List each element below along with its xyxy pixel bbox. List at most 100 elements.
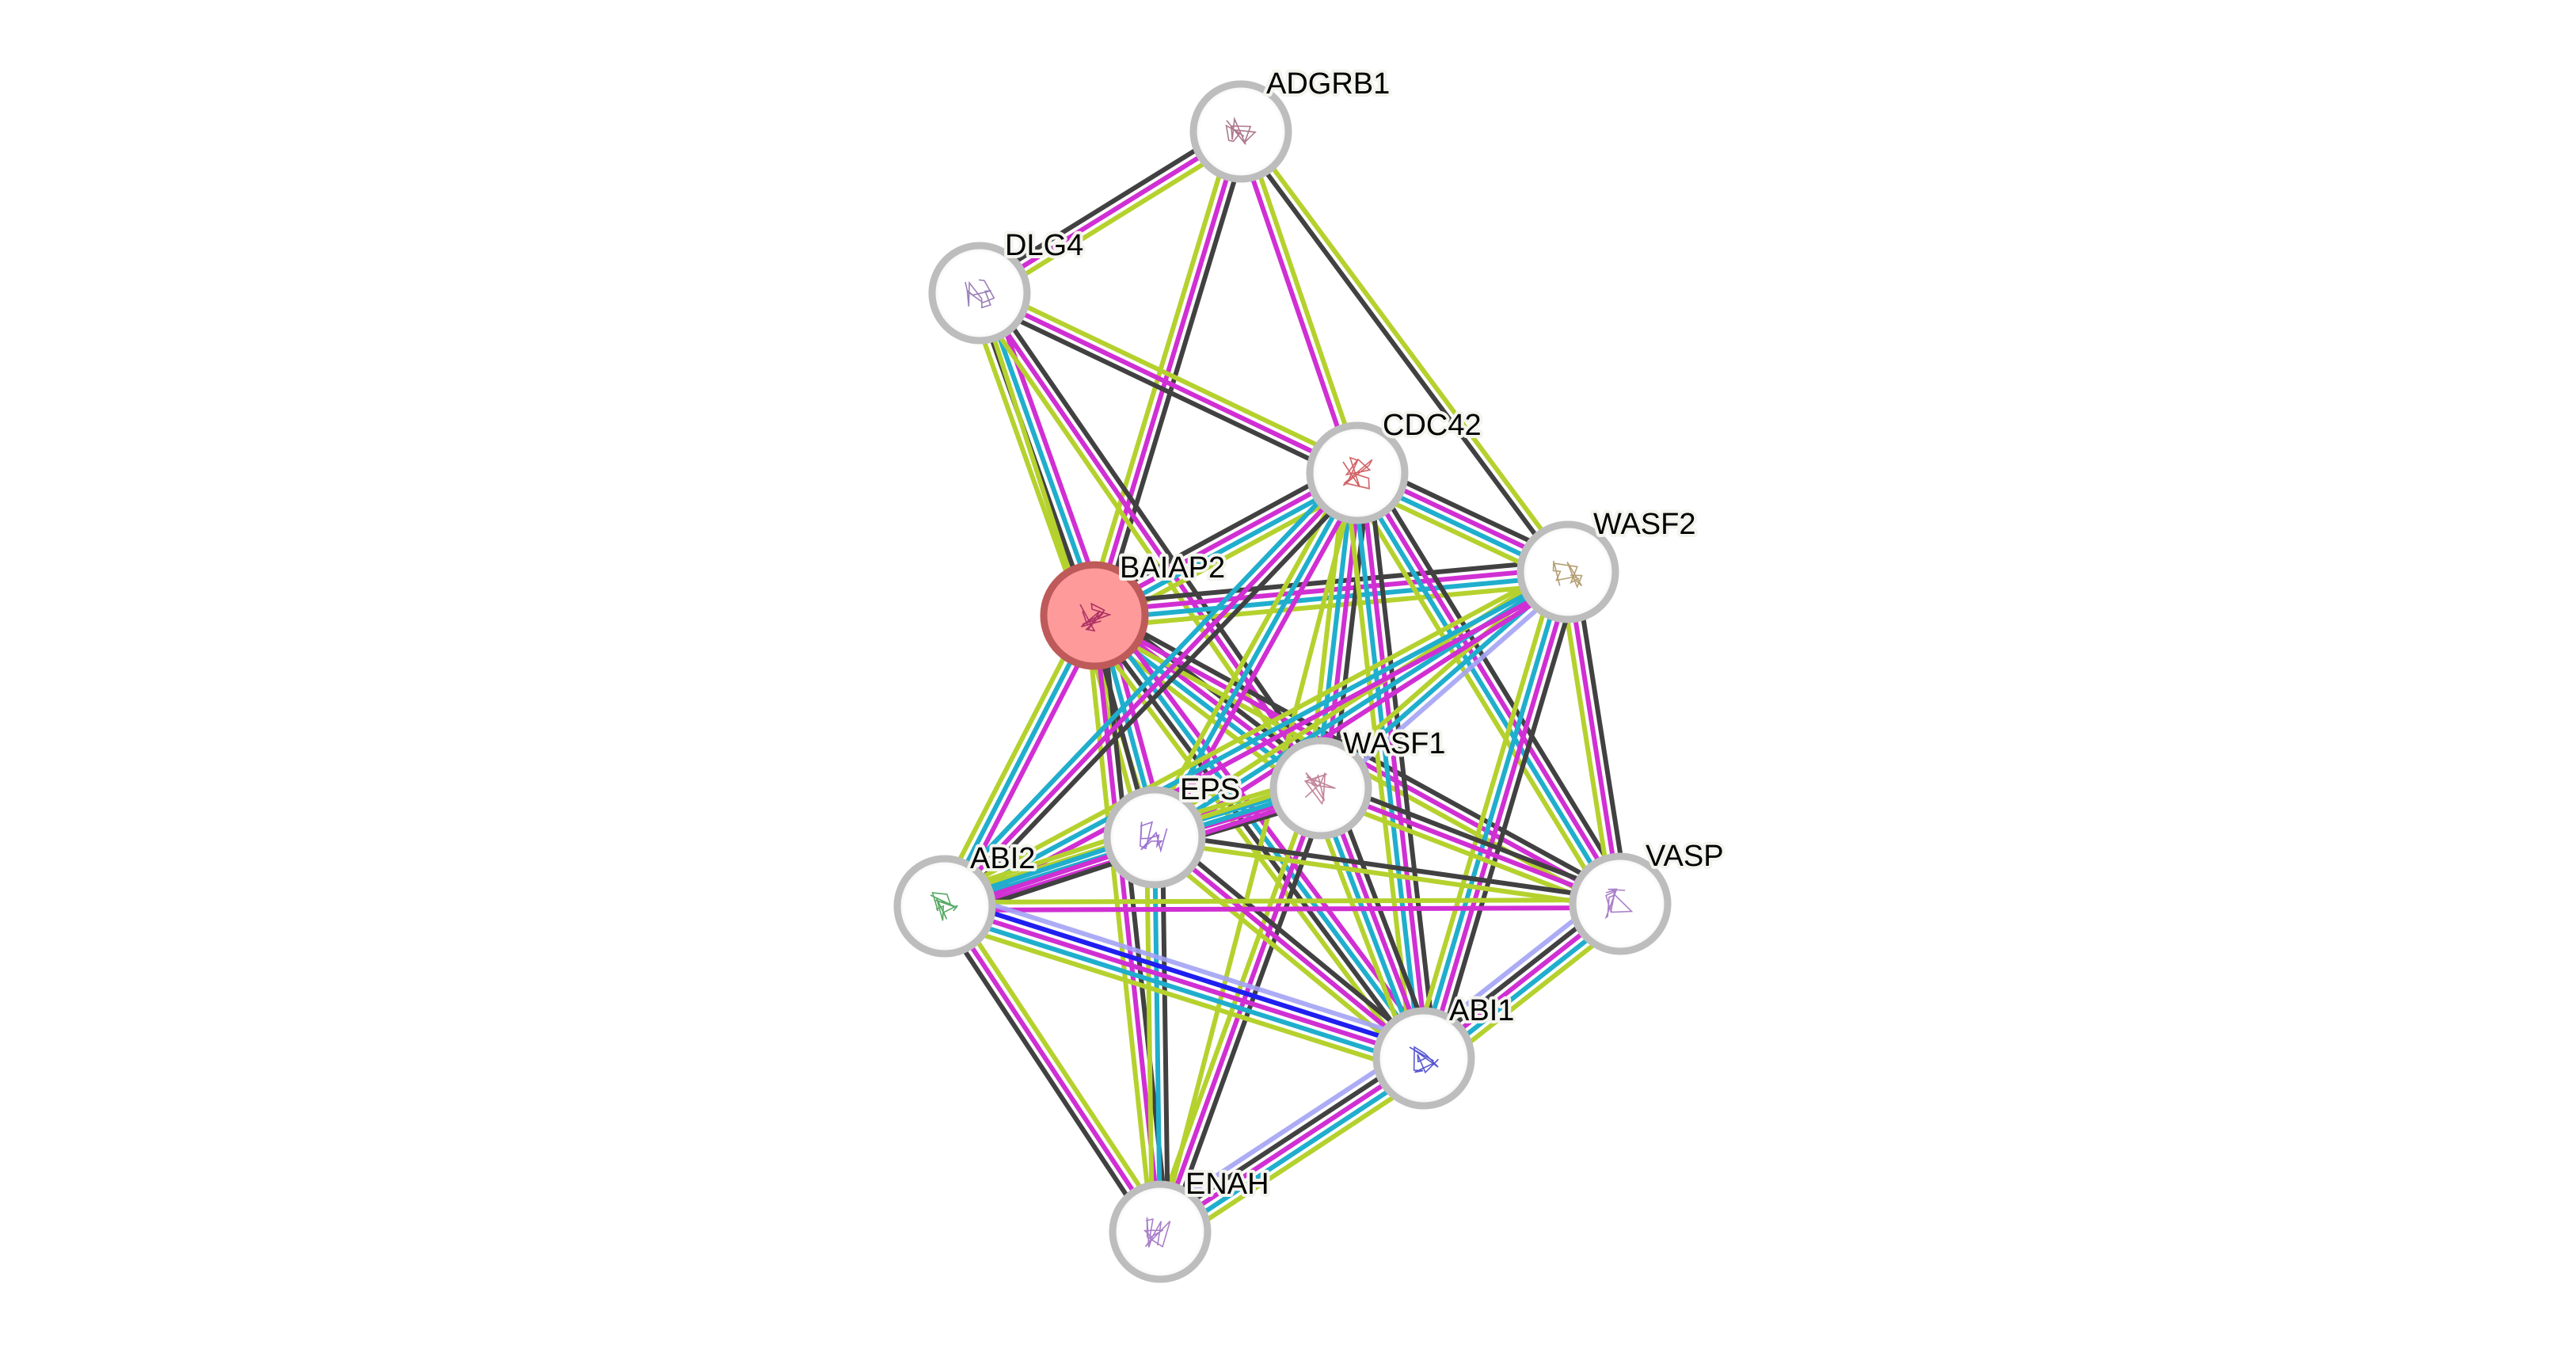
edge-line-database <box>1417 570 1567 1058</box>
node-abi1[interactable]: ABI1 <box>1372 991 1517 1110</box>
edge-line-textmining <box>1345 478 1612 912</box>
edge-line-experiments <box>978 291 1359 475</box>
protein-structure-icon <box>1303 772 1336 806</box>
edge-line-coexpression <box>1155 831 1622 903</box>
edge-line-textmining <box>939 562 1566 901</box>
edge-line-experiments <box>988 288 1108 612</box>
edge-line-homology <box>1150 1042 1417 1221</box>
edge-line-experiments <box>1319 786 1622 906</box>
edge-line-database <box>1351 473 1423 1059</box>
edge-line-database <box>943 570 1570 909</box>
edge-line-textmining <box>1242 129 1364 473</box>
node-circle[interactable] <box>1103 786 1206 889</box>
edge-line-coexpression <box>1433 574 1582 1063</box>
node-label: EPS <box>1180 773 1240 806</box>
edge-line-database <box>1162 1062 1430 1240</box>
edge-line-textmining <box>1083 621 1417 1067</box>
edge-line-database <box>1315 472 1356 788</box>
node-circle[interactable] <box>893 855 996 958</box>
edge-line-textmining <box>982 135 1246 303</box>
edge-line-coexpression <box>975 298 1355 482</box>
edge-line-textmining <box>1558 573 1615 906</box>
edge-line-cooccurrence <box>946 896 1427 1054</box>
edge-line-experiments <box>1358 469 1626 903</box>
protein-structure-icon <box>1139 821 1168 853</box>
node-abi2[interactable]: ABI2 <box>893 839 1038 958</box>
edge-cdc42-vasp[interactable] <box>1345 465 1633 912</box>
edge-line-database <box>1352 474 1619 908</box>
edge-line-coexpression <box>1330 474 1372 791</box>
edge-line-homology <box>1324 576 1575 796</box>
edge-line-textmining <box>971 295 1317 795</box>
edge-line-textmining <box>944 897 1620 905</box>
node-label: BAIAP2 <box>1120 551 1225 585</box>
node-circle[interactable] <box>1516 520 1619 623</box>
edge-line-textmining <box>966 296 1086 621</box>
edge-line-coexpression <box>936 909 1156 1238</box>
edge-line-homology <box>949 889 1429 1046</box>
node-label: ABI1 <box>1449 994 1514 1027</box>
edge-line-experiments <box>1358 472 1430 1058</box>
edge-line-coexpression <box>1366 471 1438 1057</box>
edge-wasf2-abi1[interactable] <box>1410 567 1582 1063</box>
node-label: WASF2 <box>1593 508 1696 541</box>
edge-line-textmining <box>1158 472 1360 1233</box>
edge-line-database <box>942 614 1097 908</box>
edge-adgrb1-cdc42[interactable] <box>1235 129 1364 475</box>
edge-line-database <box>942 911 1422 1069</box>
protein-structure-icon <box>930 892 958 921</box>
node-dlg4[interactable]: DLG4 <box>928 226 1086 345</box>
edge-line-textmining <box>1153 838 1620 910</box>
node-baiap2[interactable]: BAIAP2 <box>1040 548 1228 670</box>
node-enah[interactable]: ENAH <box>1109 1164 1273 1283</box>
edge-abi2-vasp[interactable] <box>944 897 1621 913</box>
protein-structure-icon <box>1079 602 1112 632</box>
edge-line-experiments <box>1159 1056 1425 1234</box>
protein-structure-icon <box>1552 560 1583 589</box>
node-label: VASP <box>1646 840 1724 873</box>
edge-line-coexpression <box>1154 1050 1421 1228</box>
edge-cdc42-enah[interactable] <box>1158 472 1360 1233</box>
edge-eps-enah[interactable] <box>1144 836 1170 1233</box>
node-circle[interactable] <box>1569 852 1672 955</box>
edge-cdc42-abi2[interactable] <box>937 466 1365 913</box>
edge-abi2-enah[interactable] <box>936 900 1169 1238</box>
edge-line-textmining <box>1084 615 1155 1233</box>
protein-structure-icon <box>965 279 995 309</box>
edge-line-experiments <box>944 904 1425 1061</box>
edge-line-experiments <box>945 905 1621 913</box>
edge-line-experiments <box>977 292 1323 790</box>
edge-wasf2-vasp[interactable] <box>1558 570 1630 906</box>
edge-layer <box>935 122 1633 1248</box>
node-wasf1[interactable]: WASF1 <box>1269 724 1449 840</box>
edge-adgrb1-dlg4[interactable] <box>974 122 1246 303</box>
edge-dlg4-cdc42[interactable] <box>975 284 1362 482</box>
edge-line-textmining <box>982 284 1362 468</box>
node-label: ENAH <box>1185 1168 1269 1201</box>
node-wasf2[interactable]: WASF2 <box>1516 505 1699 623</box>
node-vasp[interactable]: VASP <box>1569 836 1727 955</box>
protein-structure-icon <box>1225 116 1257 145</box>
node-adgrb1[interactable]: ADGRB1 <box>1189 64 1393 183</box>
edge-line-database <box>980 291 1101 615</box>
node-label: ADGRB1 <box>1266 67 1390 101</box>
edge-abi2-abi1[interactable] <box>939 889 1429 1076</box>
edge-line-coexpression <box>1158 829 1431 1054</box>
edge-abi1-enah[interactable] <box>1150 1042 1434 1248</box>
node-label: CDC42 <box>1383 409 1482 442</box>
edge-line-experiments <box>1235 131 1356 475</box>
protein-structure-icon <box>1604 888 1634 920</box>
node-label: ABI2 <box>970 842 1035 875</box>
edge-adgrb1-wasf2[interactable] <box>1235 128 1573 576</box>
node-cdc42[interactable]: CDC42 <box>1306 406 1485 524</box>
edge-line-experiments <box>1566 571 1623 905</box>
edge-line-experiments <box>978 129 1242 295</box>
edge-eps-vasp[interactable] <box>1153 831 1622 910</box>
edge-line-database <box>937 466 1353 903</box>
edge-line-coexpression <box>1365 465 1633 899</box>
node-circle[interactable] <box>1189 80 1292 183</box>
node-eps[interactable]: EPS <box>1103 770 1243 889</box>
edge-line-textmining <box>1410 567 1559 1056</box>
